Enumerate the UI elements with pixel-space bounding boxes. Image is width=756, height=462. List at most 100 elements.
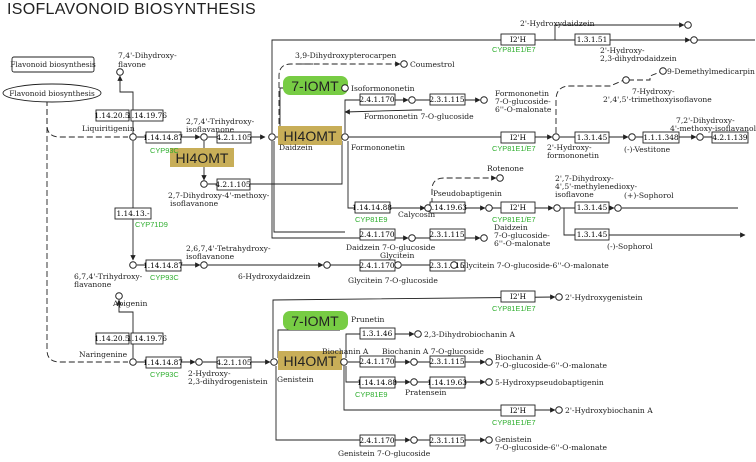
compound-node[interactable] <box>200 133 208 141</box>
compound-node[interactable] <box>129 133 137 141</box>
gene-label[interactable]: CYP71D9 <box>135 220 168 229</box>
ec-box[interactable]: I2'H <box>500 404 536 417</box>
ec-box[interactable]: 1.14.20.5 <box>94 109 130 122</box>
highlight-hi4omt-bottom[interactable]: HI4OMT <box>278 351 342 370</box>
ec-box[interactable]: 4.2.1.105 <box>216 356 252 369</box>
ec-box[interactable]: 1.14.14.87 <box>143 356 183 369</box>
ec-box[interactable]: 4.2.1.139 <box>711 131 749 144</box>
compound-node[interactable] <box>496 174 504 182</box>
compound-node[interactable] <box>410 436 418 444</box>
compound-node[interactable] <box>129 261 137 269</box>
ec-box[interactable]: 1.14.13.- <box>114 207 152 220</box>
compound-node[interactable] <box>696 133 704 141</box>
compound-node[interactable] <box>480 234 488 242</box>
compound-node[interactable] <box>424 204 432 212</box>
highlight-7-iomt-bottom[interactable]: 7-IOMT <box>283 311 348 330</box>
compound-node[interactable] <box>553 204 561 212</box>
ec-box[interactable]: 1.14.14.87 <box>143 259 183 272</box>
ec-box[interactable]: 1.1.1.348 <box>642 131 680 144</box>
compound-node[interactable] <box>414 330 422 338</box>
compound-node[interactable] <box>400 60 408 68</box>
gene-label[interactable]: CYP81E1/E7 <box>492 45 536 54</box>
gene-label[interactable]: CYP81E1/E7 <box>492 144 536 153</box>
compound-node[interactable] <box>614 204 622 212</box>
ec-box[interactable]: 2.4.1.170 <box>359 259 396 272</box>
compound-node[interactable] <box>394 261 402 269</box>
ec-box[interactable]: 1.3.1.51 <box>574 33 611 46</box>
compound-node[interactable] <box>622 76 630 84</box>
ec-box[interactable]: 1.3.1.45 <box>574 201 610 214</box>
gene-label[interactable]: CYP81E1/E7 <box>492 418 536 427</box>
compound-node[interactable] <box>341 84 349 92</box>
ec-box[interactable]: 4.2.1.105 <box>216 131 252 144</box>
compound-node[interactable] <box>129 358 137 366</box>
ec-box[interactable]: 1.14.14.88 <box>352 201 392 214</box>
ec-box[interactable]: I2'H <box>500 201 536 214</box>
compound-node[interactable] <box>485 204 493 212</box>
ec-box[interactable]: 2.4.1.170 <box>359 228 396 241</box>
compound-node[interactable] <box>408 96 416 104</box>
compound-node[interactable] <box>116 68 124 76</box>
ec-box[interactable]: 2.3.1.115 <box>429 434 466 447</box>
compound-node[interactable] <box>659 67 667 75</box>
ec-box[interactable]: 2.3.1.115 <box>429 228 466 241</box>
compound-node[interactable] <box>408 234 416 242</box>
gene-label[interactable]: CYP93C <box>150 370 179 379</box>
ec-box[interactable]: I2'H <box>500 33 536 46</box>
ec-box[interactable]: 1.3.1.46 <box>359 327 396 340</box>
ec-box[interactable]: 4.2.1.105 <box>215 178 251 191</box>
compound-label: Genistein <box>277 375 314 384</box>
ec-box[interactable]: 1.14.20.5 <box>94 332 130 345</box>
ec-box[interactable]: 1.14.19.76 <box>127 332 167 345</box>
compound-label: Prunetin <box>351 315 384 324</box>
compound-node[interactable] <box>270 358 278 366</box>
compound-label: 2'-Hydroxy- <box>600 46 645 55</box>
ec-box[interactable]: 2.3.1.115 <box>429 355 466 368</box>
compound-node[interactable] <box>323 261 331 269</box>
gene-label[interactable]: CYP81E1/E7 <box>492 304 536 313</box>
compound-node[interactable] <box>410 378 418 386</box>
highlight-hi4omt-mid[interactable]: HI4OMT <box>170 148 234 167</box>
gene-label[interactable]: CYP93C <box>150 273 179 282</box>
gene-label[interactable]: CYP81E9 <box>355 215 387 224</box>
ec-box[interactable]: 2.3.1.115 <box>429 93 466 106</box>
map-flavonoid-ellipse[interactable]: Flavonoid biosynthesis <box>2 83 102 103</box>
compound-node[interactable] <box>555 293 563 301</box>
compound-node[interactable] <box>341 133 349 141</box>
ec-box[interactable]: 1.14.14.87 <box>143 131 183 144</box>
compound-node[interactable] <box>552 133 560 141</box>
ec-box[interactable]: 2.4.1.170 <box>359 434 396 447</box>
ec-box[interactable]: 1.3.1.45 <box>574 131 610 144</box>
highlight-7-iomt-top[interactable]: 7-IOMT <box>283 76 348 95</box>
compound-node[interactable] <box>628 133 636 141</box>
ec-box[interactable]: 1.14.19.63 <box>427 376 467 389</box>
gene-label[interactable]: CYP93C <box>150 146 179 155</box>
ec-box[interactable]: 2.4.1.170 <box>359 355 396 368</box>
compound-node[interactable] <box>200 261 208 269</box>
ec-box[interactable]: 2.3.1.115 <box>429 259 466 272</box>
compound-node[interactable] <box>690 36 698 44</box>
gene-label[interactable]: CYP81E1/E7 <box>492 215 536 224</box>
ec-box[interactable]: 2.4.1.170 <box>359 93 396 106</box>
compound-node[interactable] <box>200 180 208 188</box>
compound-node[interactable] <box>485 436 493 444</box>
compound-node[interactable] <box>485 358 493 366</box>
highlight-hi4omt-top[interactable]: HI4OMT <box>278 126 342 145</box>
compound-node[interactable] <box>555 406 563 414</box>
compound-node[interactable] <box>480 96 488 104</box>
compound-node[interactable] <box>115 292 123 300</box>
compound-node[interactable] <box>485 378 493 386</box>
ec-box[interactable]: 1.14.19.76 <box>127 109 167 122</box>
gene-label[interactable]: CYP81E9 <box>355 390 387 399</box>
ec-box[interactable]: 1.14.14.88 <box>357 376 397 389</box>
ec-box[interactable]: I2'H <box>500 131 536 144</box>
compound-node[interactable] <box>195 358 203 366</box>
compound-node[interactable] <box>410 358 418 366</box>
compound-node[interactable] <box>684 21 692 29</box>
compound-node[interactable] <box>268 133 276 141</box>
ec-box[interactable]: 1.3.1.45 <box>574 228 610 241</box>
compound-node[interactable] <box>450 261 458 269</box>
map-flavonoid-top[interactable]: Flavonoid biosynthesis <box>10 56 96 73</box>
compound-node[interactable] <box>340 358 348 366</box>
ec-box[interactable]: I2'H <box>500 290 536 303</box>
